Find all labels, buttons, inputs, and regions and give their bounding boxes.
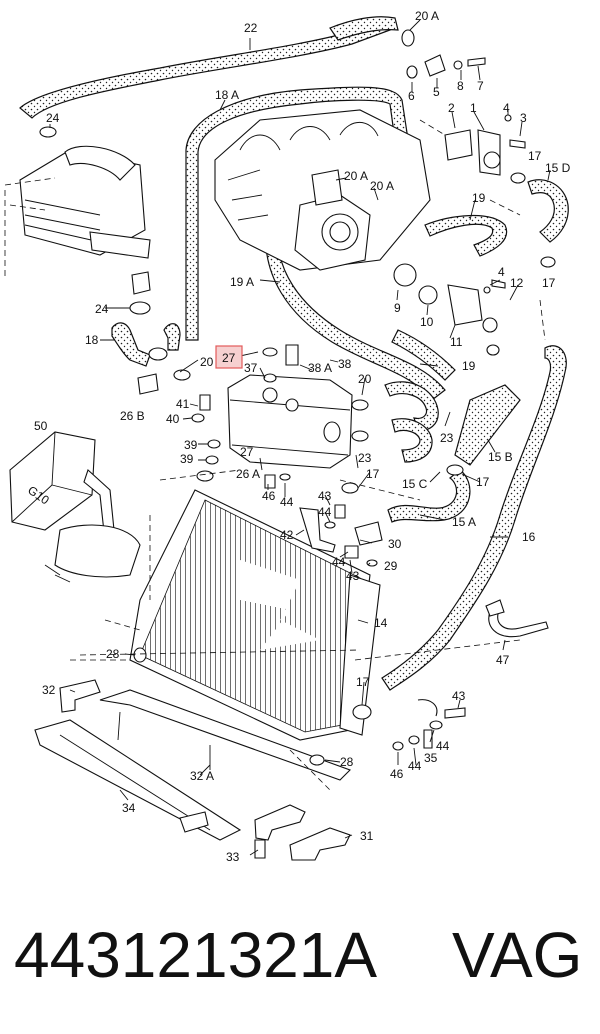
label-34: 34 [122,801,136,815]
label-39-b: 39 [180,452,194,466]
hose-19-top [424,215,508,257]
hose-22 [19,16,399,119]
label-33: 33 [226,850,240,864]
label-30: 30 [388,537,402,551]
label-15b: 15 B [488,450,513,464]
reference-lines [4,119,546,791]
label-15d: 15 D [545,161,571,175]
highlight-part-27 [215,345,243,369]
label-41: 41 [176,397,190,411]
label-15c: 15 C [402,477,428,491]
hose-18 [111,322,181,367]
label-20a-mid1: 20 A [344,169,368,183]
label-43-c: 43 [452,689,466,703]
label-20-right: 20 [358,372,372,386]
label-17-b: 17 [542,276,556,290]
label-20-left: 20 [200,355,214,369]
label-29: 29 [384,559,398,573]
small-parts [39,29,556,859]
label-26a: 26 A [236,467,260,481]
label-32: 32 [42,683,56,697]
label-46-b: 46 [390,767,404,781]
label-23-a: 23 [440,431,454,445]
label-44-a: 44 [280,495,294,509]
label-39-a: 39 [184,438,198,452]
label-40: 40 [166,412,180,426]
label-47: 47 [496,653,510,667]
radiator-14 [129,489,381,741]
label-18a: 18 A [215,88,239,102]
mounting-frame-32a [99,689,351,781]
hose-20-right [384,381,439,463]
label-50: 50 [34,419,48,433]
label-43-a: 43 [318,489,332,503]
label-4-mid: 4 [498,265,505,279]
label-23-b: 23 [358,451,372,465]
label-5: 5 [433,85,440,99]
label-12: 12 [510,276,524,290]
label-44-e: 44 [408,759,422,773]
label-9: 9 [394,301,401,315]
label-11: 11 [450,335,463,349]
label-15a: 15 A [452,515,476,529]
label-7: 7 [477,79,484,93]
clamp-47 [485,599,549,638]
label-44-b: 44 [318,505,332,519]
label-38: 38 [338,357,352,371]
hose-19-mid [391,329,456,381]
leader-lines [49,19,551,856]
brand-name: VAG [452,919,583,991]
hose-15d [527,179,569,243]
label-10: 10 [420,315,434,329]
label-27: 27 [222,351,236,365]
label-24-top: 24 [46,111,60,125]
label-44-d: 44 [436,739,450,753]
label-18: 18 [85,333,99,347]
bracket-31 [254,804,351,861]
label-17-c: 17 [366,467,380,481]
exploded-parts-diagram: G10 [4,9,571,864]
label-27-low: 27 [240,445,254,459]
label-3: 3 [520,111,527,125]
engine-cover-left [19,145,151,259]
label-37: 37 [244,361,258,375]
crossmember-34 [34,719,242,841]
label-38a: 38 A [308,361,332,375]
label-24-mid: 24 [95,302,109,316]
label-26b: 26 B [120,409,145,423]
label-19a: 19 A [230,275,254,289]
label-19-top: 19 [472,191,486,205]
label-28-a: 28 [106,647,120,661]
coolant-reservoir-50: G10 [9,431,141,583]
label-6: 6 [408,89,415,103]
label-20a-top: 20 A [415,9,439,23]
label-46-a: 46 [262,489,276,503]
hose-15b [454,384,521,466]
label-2: 2 [448,101,455,115]
label-19-mid: 19 [462,359,476,373]
label-32a: 32 A [190,769,214,783]
bracket-32 [59,679,101,713]
label-43-b: 43 [346,569,360,583]
label-28-b: 28 [340,755,354,769]
part-labels: 22 20 A 6 5 8 7 24 18 A 2 1 4 3 17 15 D … [34,9,571,864]
label-4-top: 4 [503,101,510,115]
part-number: 443121321A [14,919,378,991]
label-35: 35 [424,751,438,765]
label-42: 42 [280,528,294,542]
hose-16 [381,345,567,691]
engine-block [214,109,431,271]
label-14: 14 [374,616,388,630]
label-44-c: 44 [332,555,346,569]
label-17-d: 17 [476,475,490,489]
label-17-a: 17 [528,149,542,163]
expansion-tank [227,374,353,469]
label-16: 16 [522,530,536,544]
label-20a-mid2: 20 A [370,179,394,193]
label-1: 1 [470,101,477,115]
label-22: 22 [244,21,258,35]
label-8: 8 [457,79,464,93]
label-31: 31 [360,829,374,843]
label-17-e: 17 [356,675,370,689]
